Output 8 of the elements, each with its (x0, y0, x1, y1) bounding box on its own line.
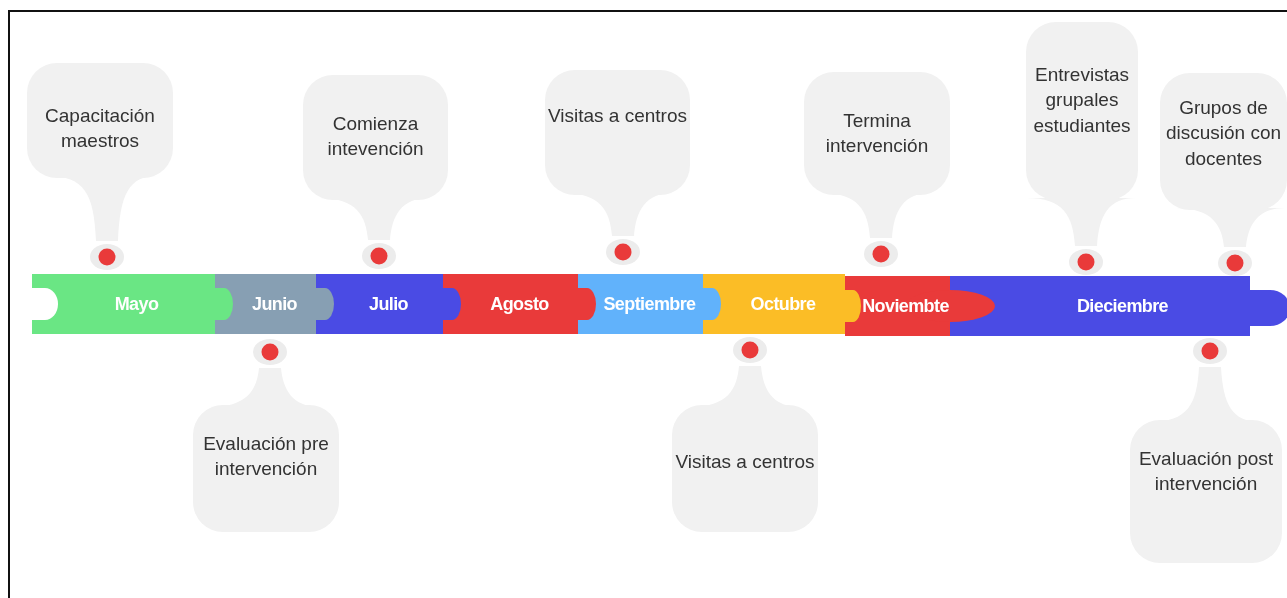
month-segment: Octubre (703, 274, 845, 334)
month-segment: Septiembre (578, 274, 703, 334)
month-segment: Julio (316, 274, 443, 334)
month-segment: Mayo (32, 274, 215, 334)
month-segment: Junio (215, 274, 316, 334)
month-segment: Agosto (443, 274, 578, 334)
month-segment: Noviembte (845, 276, 995, 336)
month-segment: Dieciembre (995, 276, 1250, 336)
